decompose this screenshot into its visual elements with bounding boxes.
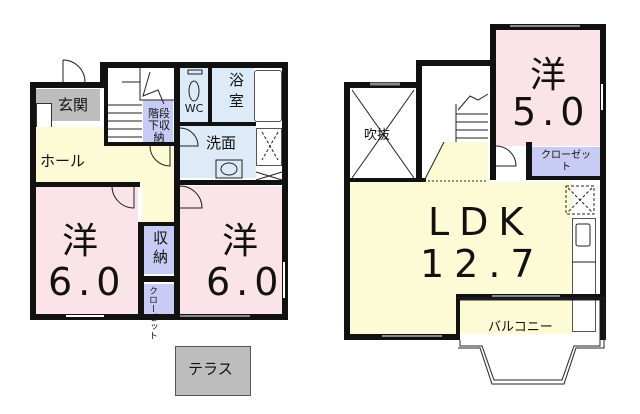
room-right-type: 洋 <box>222 221 259 262</box>
balcony-label: バルコニー <box>488 320 553 335</box>
void-label: 吹抜 <box>364 128 391 143</box>
bath-area <box>212 68 254 124</box>
wc-label: WC <box>184 102 204 115</box>
terrace-area <box>175 346 251 396</box>
closet-2f-area <box>532 147 600 177</box>
room-2f-area <box>496 30 604 146</box>
closet-2f-label: クローゼット <box>541 150 591 173</box>
washroom-area <box>180 126 256 178</box>
floor1-plan: 玄関 ホール 階段下収納 WC 浴室 洗面 洋 6.0 洋 6.0 収納 クロー… <box>30 59 288 396</box>
ldk-label: LDK <box>428 200 534 244</box>
stair-storage-label: 階段下収納 <box>148 107 170 144</box>
entrance-label: 玄関 <box>58 96 89 114</box>
stair-storage-area <box>143 100 173 142</box>
room-2f-size: 5.0 <box>512 90 591 134</box>
void-area <box>350 88 416 182</box>
stairs-icon <box>62 59 285 317</box>
room-left-type: 洋 <box>62 221 99 262</box>
closet-area-1f <box>144 284 174 314</box>
bath-label: 浴室 <box>227 72 245 114</box>
terrace-label: テラス <box>188 360 233 378</box>
room-left-area <box>36 186 138 314</box>
storage-area <box>144 226 174 274</box>
closet-label-1f: クローゼット <box>147 286 157 340</box>
wc-area <box>180 68 208 124</box>
ldk-size: 12.7 <box>420 242 545 286</box>
room-right-size: 6.0 <box>206 260 285 304</box>
washroom-label: 洗面 <box>206 134 237 152</box>
room-right-area <box>178 186 282 314</box>
room-2f-type: 洋 <box>530 55 567 96</box>
ldk-area <box>350 182 572 334</box>
storage-label: 収納 <box>151 230 169 268</box>
hall-label: ホール <box>40 152 86 170</box>
room-left-size: 6.0 <box>48 260 127 304</box>
